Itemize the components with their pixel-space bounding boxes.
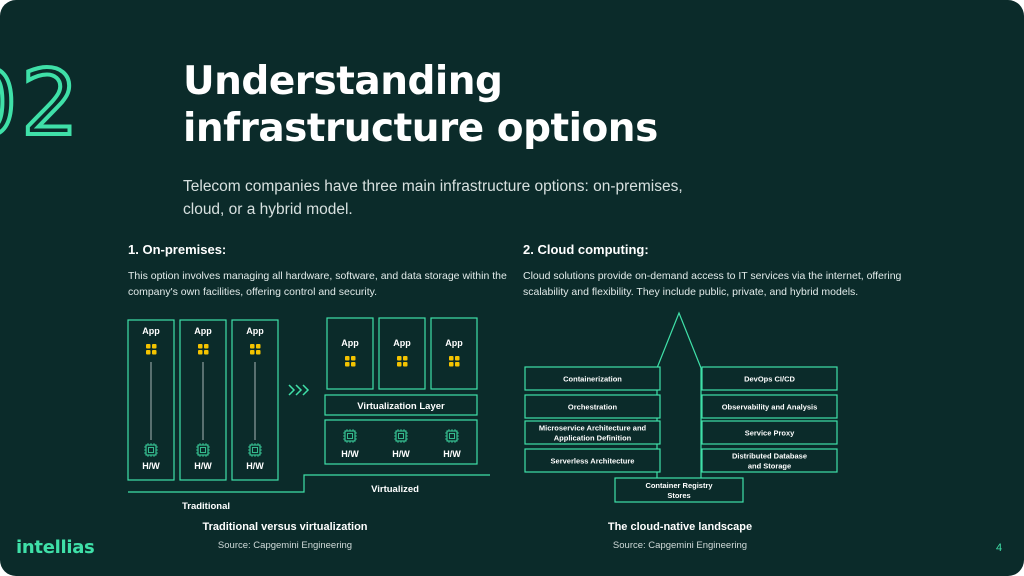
hw-label: H/W <box>443 449 461 459</box>
app-grid-icon <box>146 344 157 355</box>
virtual-app-box: App <box>378 317 426 390</box>
app-label: App <box>445 338 463 348</box>
title-line-2: infrastructure options <box>183 106 658 151</box>
chip-icon <box>445 429 459 443</box>
box-label: Microservice Architecture and <box>539 424 647 433</box>
intellias-logo: intellias <box>16 537 95 558</box>
landscape-item-right: DevOps CI/CD <box>701 366 838 391</box>
landscape-item-right: Observability and Analysis <box>701 394 838 419</box>
chip-icon <box>144 443 158 457</box>
cloud-native-landscape-diagram: ContainerizationOrchestrationMicroservic… <box>524 311 838 503</box>
landscape-item-left: Microservice Architecture andApplication… <box>524 420 661 445</box>
chip-icon <box>394 429 408 443</box>
app-label: App <box>393 338 411 348</box>
app-label: App <box>194 326 212 336</box>
figure1-source: Source: Capgemini Engineering <box>217 540 353 551</box>
title-line-1: Understanding <box>183 59 503 104</box>
box-label: Service Proxy <box>745 429 795 438</box>
box-label: Orchestration <box>568 403 618 412</box>
app-grid-icon <box>449 356 460 367</box>
on-premises-heading: 1. On-premises: <box>128 242 227 257</box>
virtualized-label: Virtualized <box>371 484 419 495</box>
box-label: and Storage <box>748 462 791 471</box>
chip-icon <box>248 443 262 457</box>
virtualization-layer-label: Virtualization Layer <box>357 401 445 412</box>
box-label: Application Definition <box>554 434 632 443</box>
box-label: DevOps CI/CD <box>744 375 795 384</box>
cloud-text: Cloud solutions provide on-demand access… <box>523 270 902 298</box>
traditional-label: Traditional <box>182 501 230 512</box>
page-number: 4 <box>996 542 1003 554</box>
box-label: Stores <box>667 491 690 500</box>
hw-label: H/W <box>341 449 359 459</box>
hw-label: H/W <box>392 449 410 459</box>
app-label: App <box>341 338 359 348</box>
app-grid-icon <box>345 356 356 367</box>
box-label: Observability and Analysis <box>722 403 818 412</box>
cloud-heading: 2. Cloud computing: <box>523 242 649 257</box>
hw-label: H/W <box>142 461 160 471</box>
chip-icon <box>343 429 357 443</box>
baseline-divider <box>128 474 490 493</box>
slide-number: 02 <box>0 60 83 140</box>
landscape-item-left: Containerization <box>524 366 661 391</box>
figure2-source: Source: Capgemini Engineering <box>612 540 748 551</box>
virtualization-layer: Virtualization Layer <box>324 394 478 416</box>
landscape-item-left: Serverless Architecture <box>524 448 661 473</box>
slide-number-graphic: 02 <box>0 60 83 140</box>
box-label: Distributed Database <box>732 452 807 461</box>
app-grid-icon <box>198 344 209 355</box>
on-premises-text: This option involves managing all hardwa… <box>128 270 507 298</box>
box-label: Serverless Architecture <box>551 457 635 466</box>
hw-label: H/W <box>194 461 212 471</box>
virtual-app-box: App <box>430 317 478 390</box>
traditional-vs-virtualization-diagram: AppH/WAppH/WAppH/WTraditionalVirtualized… <box>127 317 490 512</box>
chevron-right-icon <box>288 384 310 396</box>
box-label: Container Registry <box>645 481 713 490</box>
landscape-item-left: Orchestration <box>524 394 661 419</box>
box-label: Containerization <box>563 375 622 384</box>
app-label: App <box>142 326 160 336</box>
upward-arrow-outline <box>656 311 702 485</box>
app-grid-icon <box>397 356 408 367</box>
landscape-item-right: Service Proxy <box>701 420 838 445</box>
app-grid-icon <box>250 344 261 355</box>
hw-label: H/W <box>246 461 264 471</box>
virtual-app-box: App <box>326 317 374 390</box>
page-subtitle: Telecom companies have three main infras… <box>183 178 683 218</box>
chip-icon <box>196 443 210 457</box>
page-title: Understanding infrastructure options <box>183 58 658 152</box>
virtual-hardware-row: H/W H/W H/W <box>324 419 478 465</box>
app-label: App <box>246 326 264 336</box>
figure1-caption: Traditional versus virtualization <box>202 521 368 533</box>
figure2-caption: The cloud-native landscape <box>607 521 753 533</box>
